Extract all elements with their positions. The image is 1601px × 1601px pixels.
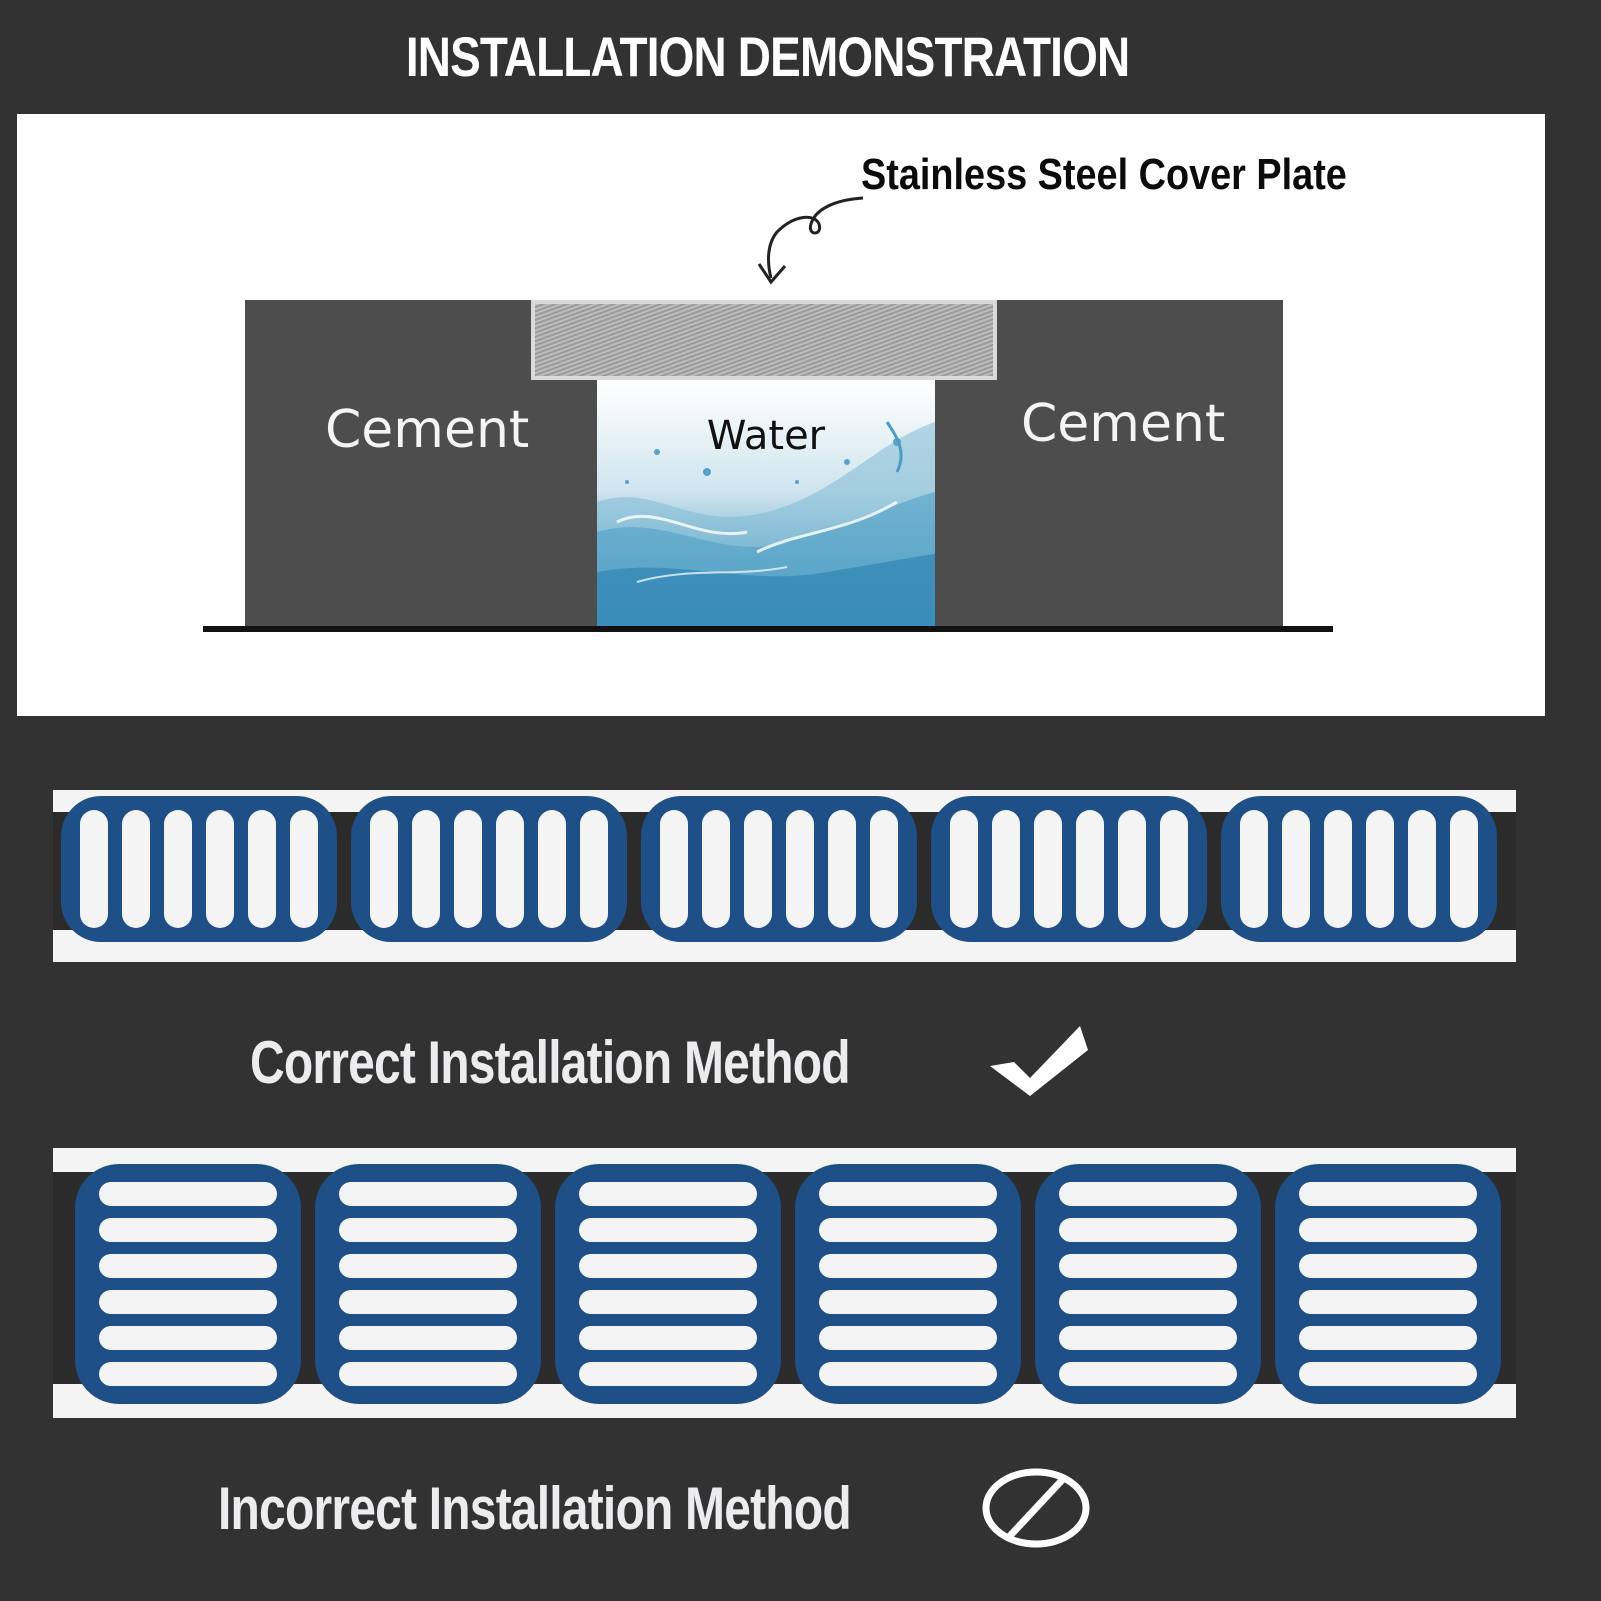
grate-slot: [80, 810, 108, 928]
cross-section-diagram: Stainless Steel Cover Plate Cement Cemen…: [17, 114, 1545, 716]
incorrect-method-label: Incorrect Installation Method: [218, 1475, 852, 1542]
grate-slot: [1059, 1326, 1237, 1350]
grate-slot: [1282, 810, 1310, 928]
grate-slot: [1059, 1362, 1237, 1386]
grate-slot: [579, 1218, 757, 1242]
grate-slot: [786, 810, 814, 928]
grate-slot: [819, 1182, 997, 1206]
grate-slot: [579, 1254, 757, 1278]
grate-slot: [1324, 810, 1352, 928]
water-channel: [597, 382, 935, 626]
grate-slot: [819, 1254, 997, 1278]
grate-module: [555, 1164, 781, 1404]
grate-slot: [660, 810, 688, 928]
grate-slot: [992, 810, 1020, 928]
grate-slot: [1299, 1326, 1477, 1350]
grate-slot: [99, 1362, 277, 1386]
cement-label-right: Cement: [1021, 394, 1226, 454]
grate-slot: [1299, 1254, 1477, 1278]
grate-slot: [950, 810, 978, 928]
grate-slot: [290, 810, 318, 928]
grate-module: [351, 796, 627, 942]
grate-slot: [1118, 810, 1146, 928]
grate-slot: [164, 810, 192, 928]
grate-module: [641, 796, 917, 942]
water-label: Water: [706, 413, 826, 459]
cover-plate-callout: Stainless Steel Cover Plate: [861, 150, 1347, 199]
grate-slot: [1160, 810, 1188, 928]
grate-slot: [99, 1326, 277, 1350]
grate-module: [1275, 1164, 1501, 1404]
cement-block-right: Cement: [935, 380, 1283, 628]
grate-slot: [1299, 1218, 1477, 1242]
grate-slot: [99, 1254, 277, 1278]
prohibited-icon: [982, 1468, 1090, 1548]
grate-slot: [339, 1290, 517, 1314]
incorrect-grate-strip: [53, 1148, 1516, 1418]
grate-slot: [496, 810, 524, 928]
grate-module: [75, 1164, 301, 1404]
grate-slot: [122, 810, 150, 928]
grate-module: [1035, 1164, 1261, 1404]
cement-block-left: Cement: [245, 380, 597, 628]
stainless-steel-cover-plate: [531, 300, 997, 380]
grate-slot: [339, 1182, 517, 1206]
grate-slot: [1059, 1290, 1237, 1314]
grate-module: [61, 796, 337, 942]
grate-slot: [819, 1218, 997, 1242]
grate-slot: [579, 1362, 757, 1386]
grate-slot: [1059, 1182, 1237, 1206]
grate-slot: [370, 810, 398, 928]
grate-slot: [1299, 1362, 1477, 1386]
grate-slot: [1059, 1218, 1237, 1242]
grate-slot: [1076, 810, 1104, 928]
grate-slot: [99, 1182, 277, 1206]
grate-slot: [702, 810, 730, 928]
grate-slot: [579, 1326, 757, 1350]
grate-slot: [454, 810, 482, 928]
grate-slot: [819, 1326, 997, 1350]
grate-slot: [819, 1362, 997, 1386]
grate-slot: [412, 810, 440, 928]
grate-slot: [579, 1182, 757, 1206]
ground-line: [203, 626, 1333, 632]
grate-slot: [339, 1362, 517, 1386]
grate-slot: [99, 1218, 277, 1242]
grate-slot: [339, 1218, 517, 1242]
grate-slot: [1240, 810, 1268, 928]
checkmark-icon: [990, 1026, 1088, 1096]
grate-module: [931, 796, 1207, 942]
grate-slot: [1450, 810, 1478, 928]
grate-slot: [248, 810, 276, 928]
grate-slot: [1408, 810, 1436, 928]
grate-slot: [206, 810, 234, 928]
grate-slot: [580, 810, 608, 928]
grate-slot: [870, 810, 898, 928]
cement-label-left: Cement: [325, 400, 530, 460]
page-title: INSTALLATION DEMONSTRATION: [405, 25, 1130, 88]
grate-module: [315, 1164, 541, 1404]
correct-grate-strip: [53, 790, 1516, 962]
grate-module: [1221, 796, 1497, 942]
grate-slot: [339, 1326, 517, 1350]
grate-slot: [1299, 1182, 1477, 1206]
grate-slot: [1034, 810, 1062, 928]
grate-slot: [538, 810, 566, 928]
grate-slot: [744, 810, 772, 928]
grate-slot: [1299, 1290, 1477, 1314]
grate-slot: [579, 1290, 757, 1314]
grate-slot: [1366, 810, 1394, 928]
correct-method-label: Correct Installation Method: [250, 1029, 851, 1096]
grate-slot: [819, 1290, 997, 1314]
grate-slot: [99, 1290, 277, 1314]
grate-slot: [339, 1254, 517, 1278]
curly-arrow-icon: [757, 196, 864, 285]
grate-slot: [1059, 1254, 1237, 1278]
grate-slot: [828, 810, 856, 928]
grate-module: [795, 1164, 1021, 1404]
